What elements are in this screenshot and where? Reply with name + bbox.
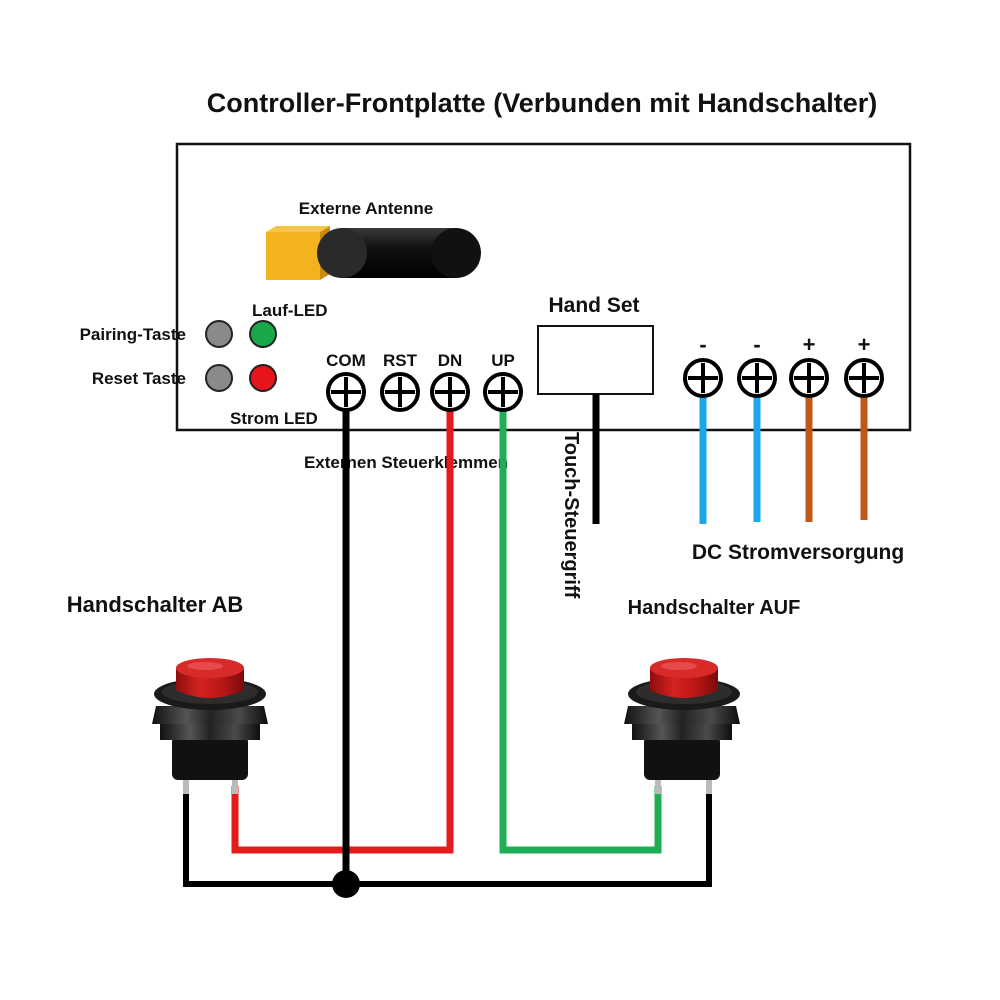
run-led (249, 320, 277, 348)
dc-power-label: DC Stromversorgung (692, 541, 904, 564)
terminal-power-negative[interactable] (683, 358, 723, 398)
pairing-button-label: Pairing-Taste (80, 325, 186, 344)
power-terminal-sign: - (699, 332, 706, 357)
terminal-power-positive[interactable] (789, 358, 829, 398)
terminal-up-label: UP (491, 351, 515, 370)
reset-button[interactable] (205, 364, 233, 392)
antenna-icon (266, 226, 481, 280)
wire-com (183, 786, 712, 887)
terminal-dn-label: DN (438, 351, 463, 370)
reset-button-label: Reset Taste (92, 369, 186, 388)
terminal-com-label: COM (326, 351, 366, 370)
push-button-switch-icon (152, 658, 268, 794)
switch-up-label: Handschalter AUF (628, 597, 801, 619)
power-terminal-sign: - (753, 332, 760, 357)
hand-set-box (537, 325, 654, 395)
power-led (249, 364, 277, 392)
terminal-com[interactable] (326, 372, 366, 412)
page-title: Controller-Frontplatte (Verbunden mit Ha… (207, 88, 878, 118)
wire-up (499, 396, 662, 854)
switch-down-label: Handschalter AB (67, 592, 243, 617)
antenna-label: Externe Antenne (299, 199, 433, 218)
power-led-label: Strom LED (230, 409, 318, 428)
terminal-dn[interactable] (430, 372, 470, 412)
external-terminals-label: Externen Steuerklemmen (304, 453, 508, 472)
power-terminal-sign: + (858, 332, 871, 357)
terminal-power-negative[interactable] (737, 358, 777, 398)
terminal-power-positive[interactable] (844, 358, 884, 398)
terminal-up[interactable] (483, 372, 523, 412)
pairing-button[interactable] (205, 320, 233, 348)
power-terminal-sign: + (803, 332, 816, 357)
terminal-rst[interactable] (380, 372, 420, 412)
run-led-label: Lauf-LED (252, 301, 328, 320)
push-button-switch-icon (624, 658, 740, 794)
com-junction (332, 870, 360, 898)
hand-set-label: Hand Set (548, 294, 639, 317)
touch-handle-label: Touch-Steuergriff (560, 432, 582, 599)
terminal-rst-label: RST (383, 351, 418, 370)
